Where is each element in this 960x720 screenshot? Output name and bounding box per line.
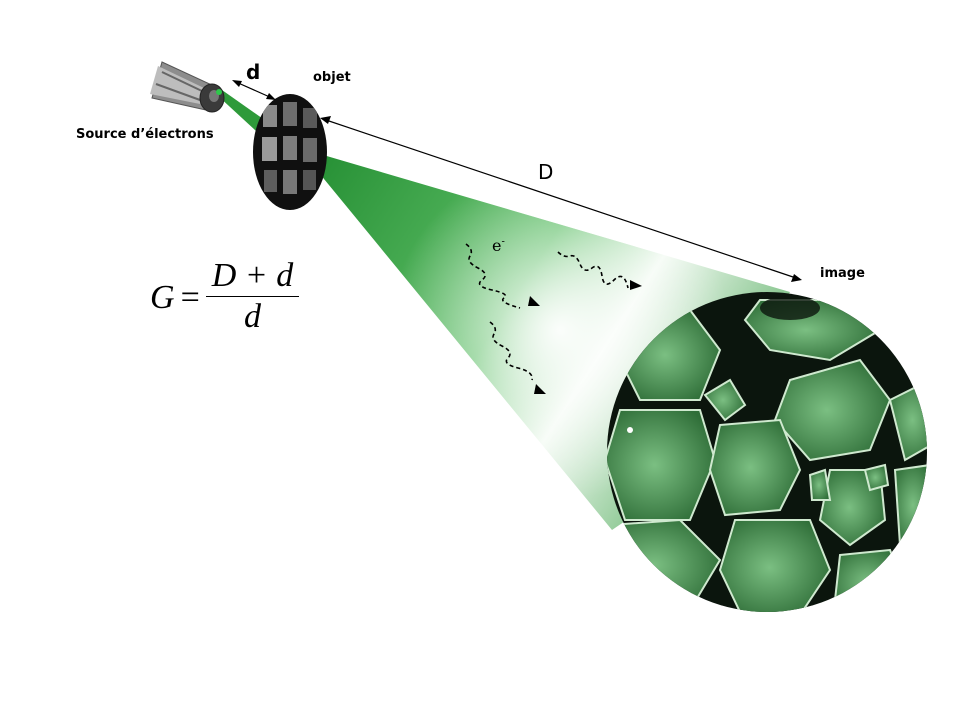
- electron-arrowhead: [630, 280, 642, 290]
- electron-label: e-: [492, 236, 505, 255]
- electron-gun-icon: [150, 61, 225, 113]
- image-label: image: [820, 266, 865, 281]
- electron-arrowhead: [528, 296, 540, 306]
- electron-arrowheads: [528, 280, 642, 394]
- image-screen-icon: [607, 292, 927, 612]
- formula-denominator: d: [244, 298, 261, 335]
- electron-source-label: Source d’électrons: [76, 127, 214, 142]
- electron-paths: [465, 243, 629, 381]
- formula-lhs: G: [150, 278, 175, 316]
- magnification-formula: G = D + d d: [150, 258, 300, 337]
- grid-object-icon: [253, 94, 327, 210]
- electron-arrowhead: [534, 384, 546, 394]
- formula-equals: =: [180, 278, 200, 316]
- distance-d-label: d: [246, 60, 261, 84]
- object-label: objet: [313, 70, 351, 85]
- distance-D-arrow: [320, 116, 802, 282]
- electron-path: [465, 243, 521, 309]
- electron-path: [557, 251, 629, 289]
- formula-fraction: D + d d: [205, 258, 300, 337]
- distance-d-arrow: [232, 80, 276, 100]
- electron-path: [489, 321, 534, 381]
- distance-D-label: D: [538, 160, 554, 184]
- electron-charge: -: [501, 236, 505, 248]
- formula-numerator: D + d: [205, 258, 300, 297]
- electron-symbol: e: [492, 236, 502, 255]
